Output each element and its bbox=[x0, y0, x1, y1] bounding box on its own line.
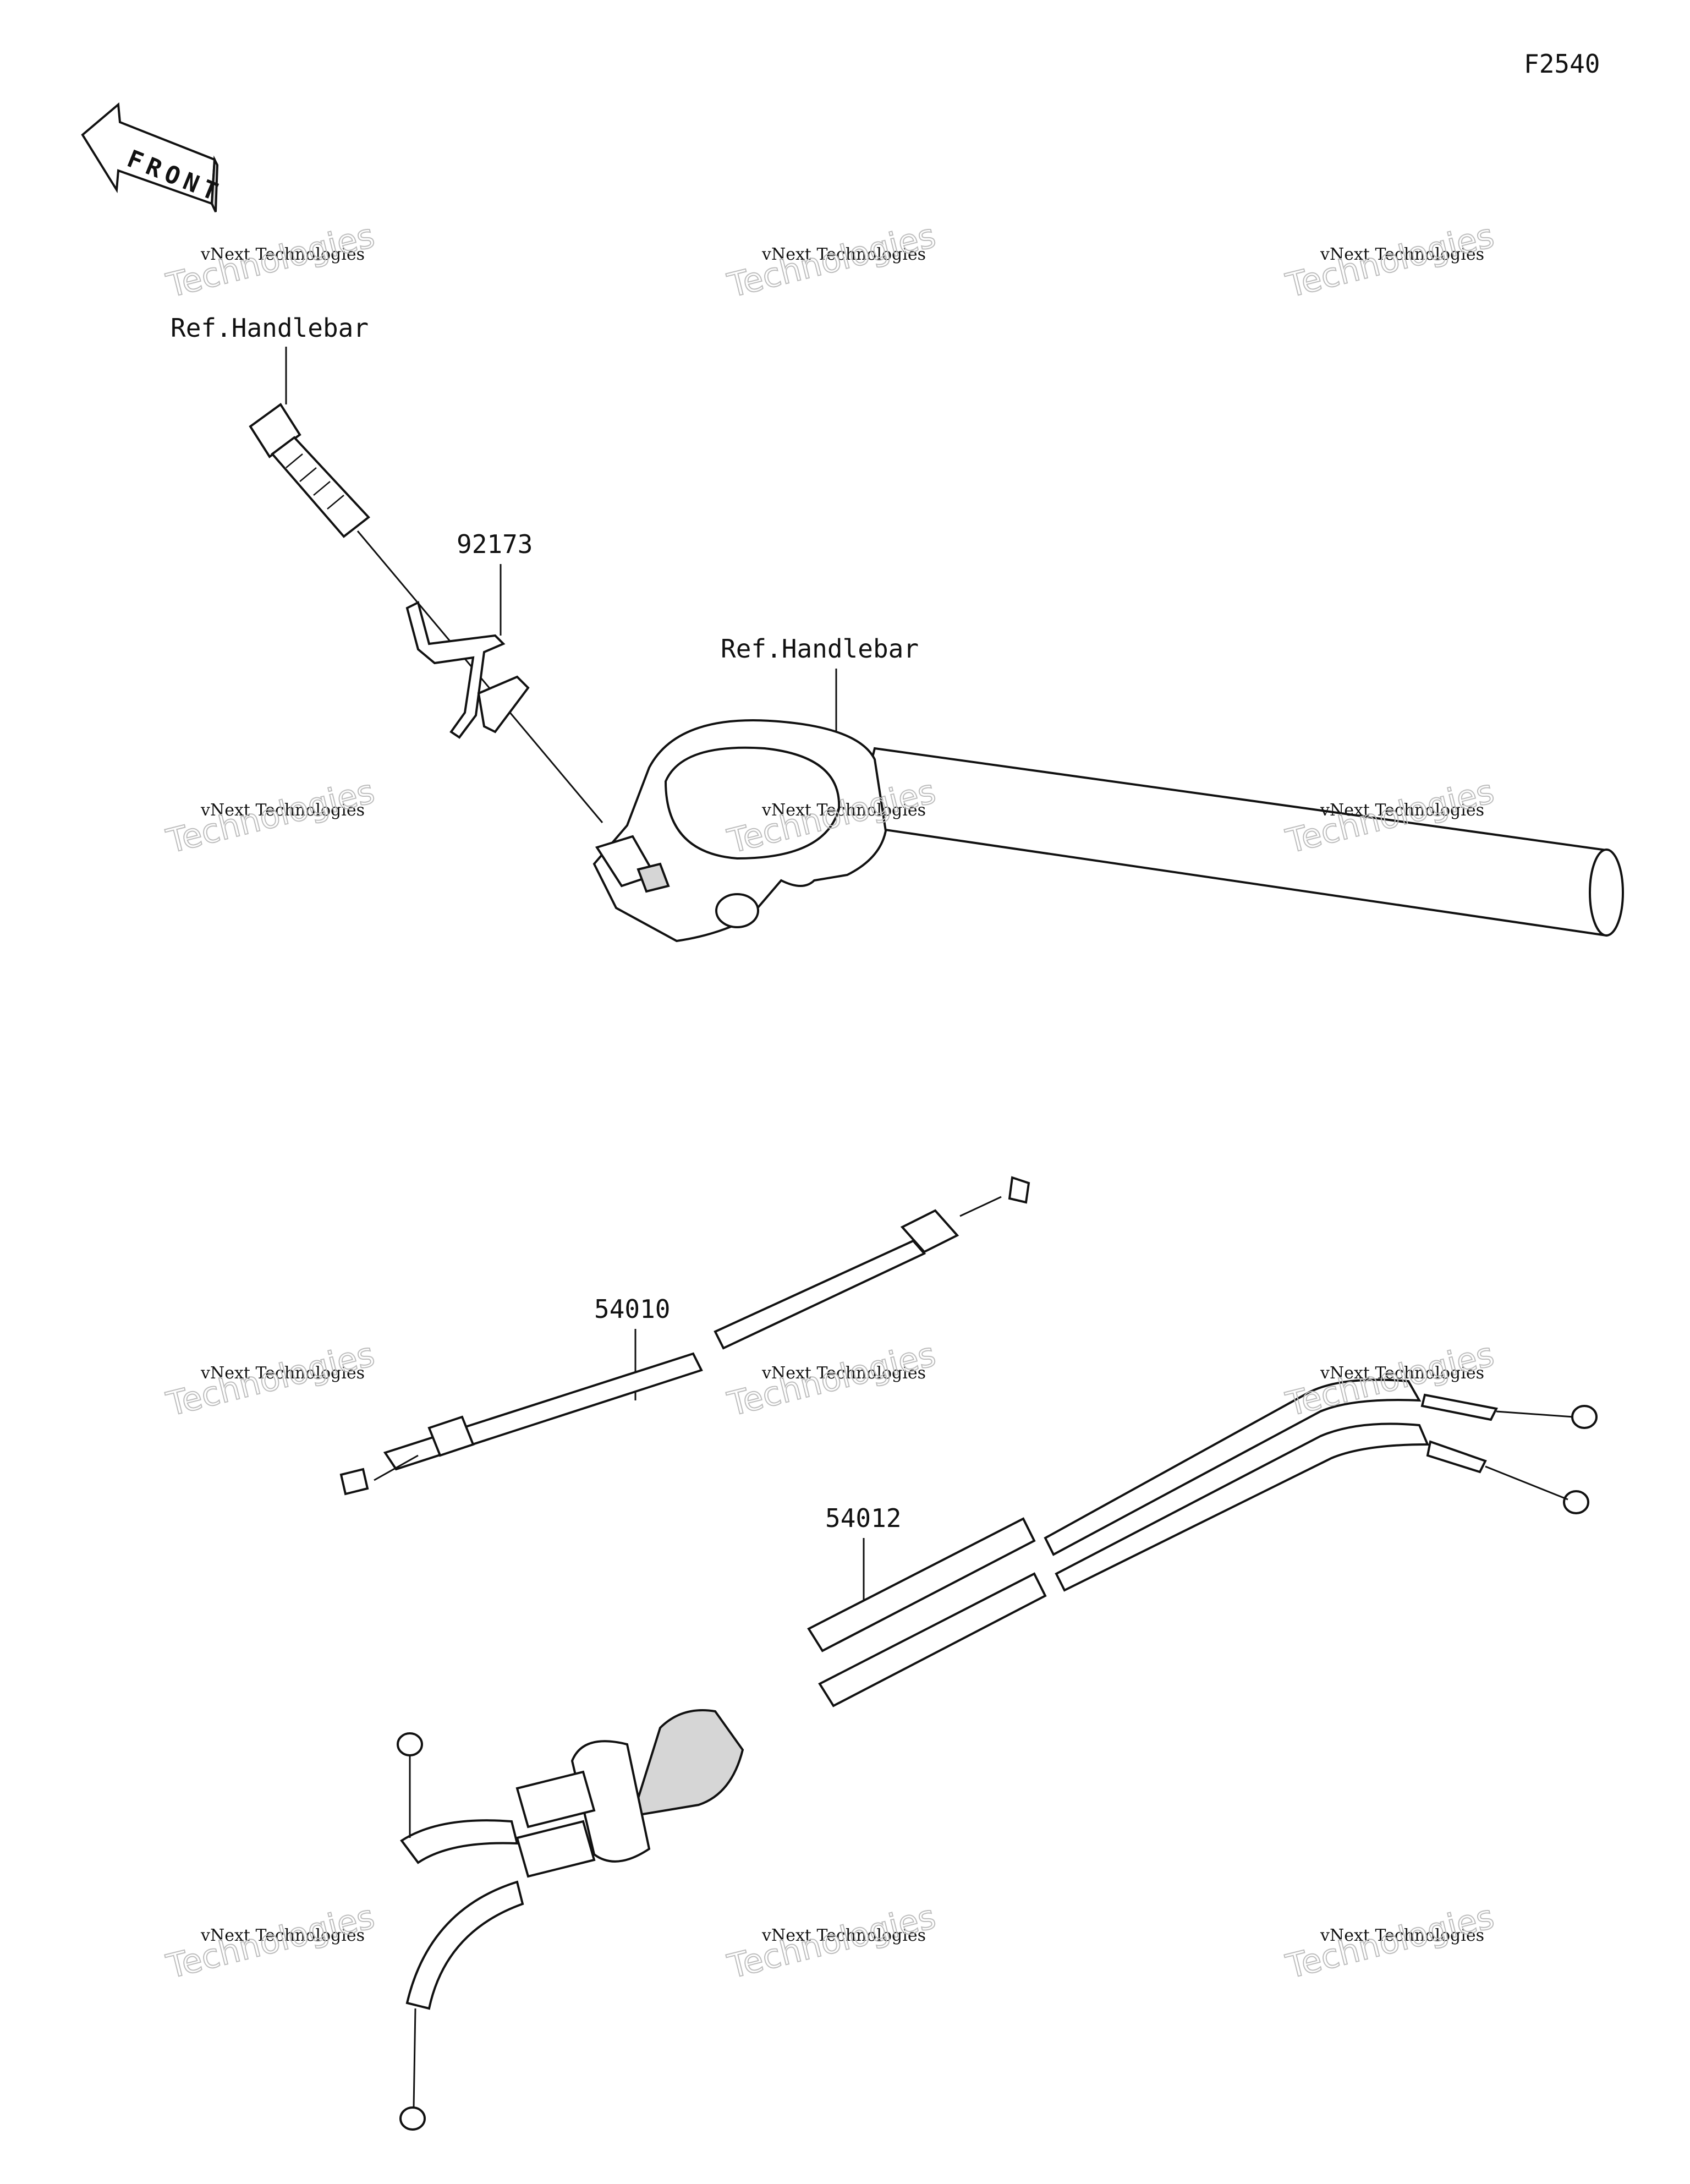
clip-92173 bbox=[405, 601, 530, 739]
watermark-text: vNext Technologies bbox=[200, 245, 365, 264]
watermark-text: Technologies bbox=[163, 1897, 378, 1986]
watermark: vNext Technologies Technologies bbox=[723, 216, 940, 305]
diagram-code: F2540 bbox=[1524, 49, 1600, 79]
watermark: vNext Technologies Technologies bbox=[162, 1334, 379, 1424]
watermark-text: vNext Technologies bbox=[761, 245, 926, 264]
watermark: vNext Technologies Technologies bbox=[723, 1897, 940, 1986]
watermark: vNext Technologies Technologies bbox=[1282, 216, 1499, 305]
watermark-text: vNext Technologies bbox=[761, 1926, 926, 1945]
watermark-text: Technologies bbox=[1282, 1897, 1498, 1986]
watermark-text: vNext Technologies bbox=[1320, 1926, 1484, 1945]
watermark-text: Technologies bbox=[724, 216, 940, 305]
watermark-text: vNext Technologies bbox=[200, 801, 365, 820]
watermark-text: vNext Technologies bbox=[200, 1364, 365, 1383]
ref-handlebar-main-label: Ref.Handlebar bbox=[721, 634, 919, 664]
watermark-text: Technologies bbox=[1282, 216, 1498, 305]
watermark-text: vNext Technologies bbox=[761, 1364, 926, 1383]
watermark-text: Technologies bbox=[724, 1335, 940, 1424]
watermark: vNext Technologies Technologies bbox=[1282, 1897, 1499, 1986]
part-54010-label: 54010 bbox=[594, 1294, 670, 1324]
part-92173-label: 92173 bbox=[457, 529, 533, 559]
front-arrow-icon: FRONT bbox=[81, 102, 227, 212]
part-54012-label: 54012 bbox=[825, 1503, 901, 1533]
watermark: vNext Technologies Technologies bbox=[162, 216, 379, 305]
watermark: vNext Technologies Technologies bbox=[723, 1334, 940, 1424]
watermark-text: Technologies bbox=[163, 1335, 378, 1424]
handlebar bbox=[592, 719, 1624, 943]
throttle-cable-54012 bbox=[397, 1378, 1598, 2131]
watermark-text: vNext Technologies bbox=[200, 1926, 365, 1945]
watermark: vNext Technologies Technologies bbox=[162, 771, 379, 861]
throttle-cable-54010 bbox=[339, 1176, 1030, 1496]
watermarks: vNext Technologies Technologies vNext Te… bbox=[162, 216, 1499, 1986]
watermark-text: Technologies bbox=[724, 1897, 940, 1986]
watermark-text: Technologies bbox=[163, 216, 378, 305]
bolt bbox=[249, 403, 603, 823]
watermark-text: vNext Technologies bbox=[1320, 245, 1484, 264]
watermark-text: Technologies bbox=[163, 772, 378, 861]
watermark: vNext Technologies Technologies bbox=[162, 1897, 379, 1986]
ref-handlebar-top-label: Ref.Handlebar bbox=[171, 313, 369, 343]
